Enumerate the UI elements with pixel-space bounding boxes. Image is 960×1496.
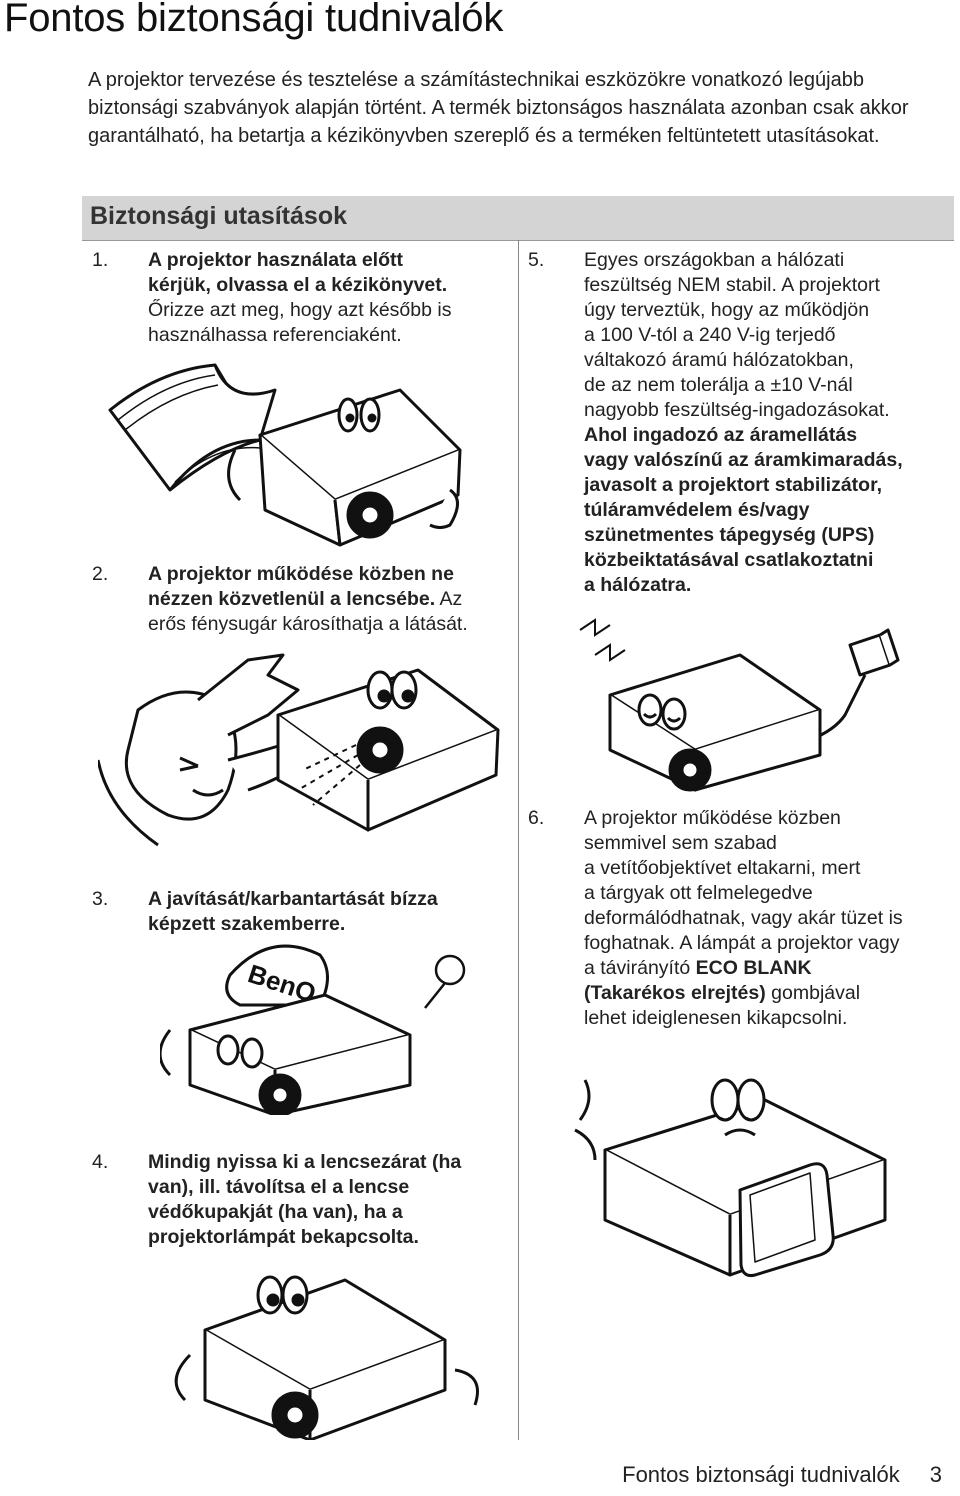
book-icon <box>108 363 277 492</box>
instruction-text: a hálózatra. <box>584 574 692 596</box>
projector-power-illustration <box>579 618 900 792</box>
instruction-text: használhassa referenciaként. <box>148 324 402 346</box>
instruction-number: 3. <box>92 888 109 910</box>
projector-cap-illustration: BenQ <box>160 944 466 1115</box>
projector-icon <box>608 653 822 792</box>
instruction-text: feszültség NEM stabil. A projektort <box>584 274 880 296</box>
instruction-number: 5. <box>528 249 545 271</box>
projector-icon <box>227 388 462 547</box>
instruction-text: A projektor működése közben ne <box>148 563 454 585</box>
instruction-text: de az nem tolerálja a ±10 V-nál <box>584 374 853 396</box>
instruction-text: a 100 V-tól a 240 V-ig terjedő <box>584 324 836 346</box>
instruction-text: projektorlámpát bekapcsolta. <box>148 1226 419 1248</box>
projector-icon <box>574 1078 887 1277</box>
instruction-text: nézzen közvetlenül a lencsébe. <box>148 588 436 610</box>
lens-cover-icon <box>738 1162 835 1277</box>
instruction-text: Őrizze azt meg, hogy azt később is <box>148 299 452 321</box>
instruction-text: (Takarékos elrejtés) <box>584 982 766 1004</box>
instruction-text: nagyobb feszültség-ingadozásokat. <box>584 399 890 421</box>
instruction-text: gombjával <box>765 982 861 1004</box>
projector-lens-open-illustration <box>174 1275 479 1440</box>
footer-label: Fontos biztonsági tudnivalók <box>622 1462 900 1487</box>
instruction-text: A projektor használata előtt <box>148 249 403 271</box>
balloon-icon <box>424 954 466 1009</box>
projector-icon <box>276 668 500 832</box>
page-footer: Fontos biztonsági tudnivalók 3 <box>622 1462 942 1488</box>
power-adapter-icon <box>809 628 900 742</box>
instruction-text: erős fénysugár károsíthatja a látását. <box>148 613 468 635</box>
instruction-text: képzett szakemberre. <box>148 913 346 935</box>
instruction-text: vagy valószínű az áramkimaradás, <box>584 449 903 471</box>
instruction-text: közbeiktatásával csatlakoztatni <box>584 549 874 571</box>
instruction-text: Mindig nyissa ki a lencsezárat (ha <box>148 1151 462 1173</box>
instruction-text: foghatnak. A lámpát a projektor vagy <box>584 932 900 954</box>
instruction-text: javasolt a projektort stabilizátor, <box>584 474 883 496</box>
instruction-text: Egyes országokban a hálózati <box>584 249 845 271</box>
projector-icon <box>160 993 412 1115</box>
instruction-text: van), ill. távolítsa el a lencse <box>148 1176 410 1198</box>
instruction-text: a tárgyak ott felmelegedve <box>584 882 813 904</box>
page-number: 3 <box>929 1462 942 1487</box>
instruction-text: kérjük, olvassa el a kézikönyvet. <box>148 274 448 296</box>
instruction-text: lehet ideiglenesen kikapcsolni. <box>584 1007 848 1029</box>
instruction-text: védőkupakját (ha van), ha a <box>148 1201 403 1223</box>
instruction-text: deformálódhatnak, vagy akár tüzet is <box>584 907 903 929</box>
instruction-number: 6. <box>528 807 545 829</box>
projector-covered-lens-illustration <box>574 1078 887 1277</box>
lightning-icon <box>579 618 626 662</box>
instruction-text: úgy terveztük, hogy az működjön <box>584 299 870 321</box>
instruction-text: Az <box>435 588 463 610</box>
instruction-number: 1. <box>92 249 109 271</box>
instruction-text: Ahol ingadozó az áramellátás <box>584 424 858 446</box>
intro-paragraph: A projektor tervezése és tesztelése a sz… <box>88 69 909 147</box>
instruction-text: A javítását/karbantartását bízza <box>148 888 438 910</box>
instruction-text: váltakozó áramú hálózatokban, <box>584 349 854 371</box>
page-title: Fontos biztonsági tudnivalók <box>4 0 504 40</box>
projector-icon <box>174 1275 479 1440</box>
instruction-text: A projektor működése közben <box>584 807 841 829</box>
section-title: Biztonsági utasítások <box>90 202 347 230</box>
instruction-text: ECO BLANK <box>695 957 812 979</box>
column-divider <box>518 240 519 1440</box>
instruction-number: 2. <box>92 563 109 585</box>
instruction-text: szünetmentes tápegység (UPS) <box>584 524 875 546</box>
section-header: Biztonsági utasítások <box>82 196 954 241</box>
instruction-text: a vetítőobjektívet eltakarni, mert <box>584 857 861 879</box>
book-projector-illustration <box>108 363 462 547</box>
instruction-text: a távirányító <box>584 957 696 979</box>
instruction-text: túláramvédelem és/vagy <box>584 499 810 521</box>
instruction-number: 4. <box>92 1151 109 1173</box>
person-projector-illustration <box>98 653 500 847</box>
instruction-text: semmivel sem szabad <box>584 832 777 854</box>
